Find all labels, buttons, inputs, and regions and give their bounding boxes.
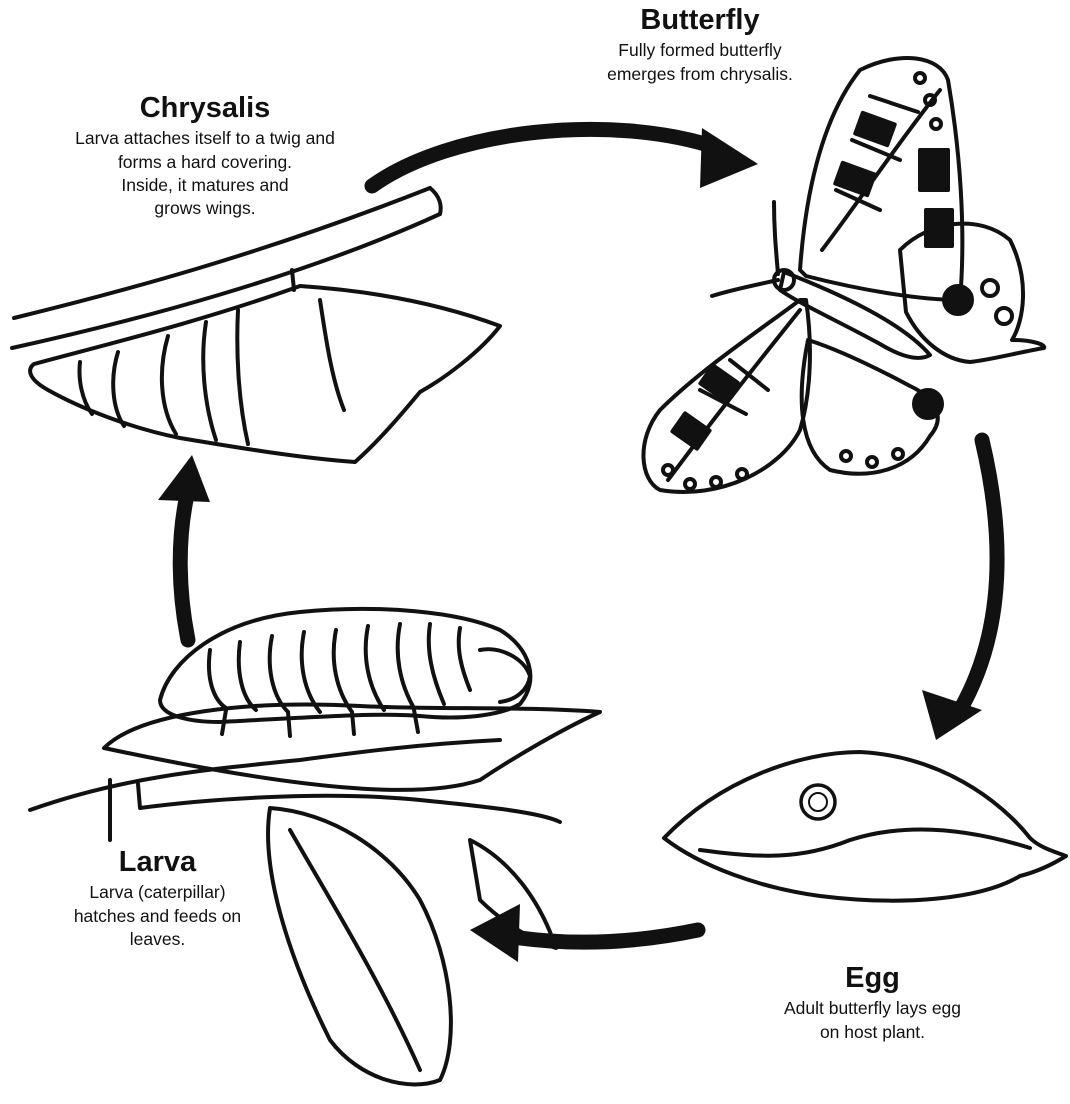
stage-desc-egg: Adult butterfly lays egg on host plant. bbox=[730, 997, 1015, 1044]
stage-title-egg: Egg bbox=[730, 962, 1015, 995]
stage-title-butterfly: Butterfly bbox=[555, 4, 845, 37]
chrysalis-drawing bbox=[12, 188, 500, 462]
stage-butterfly: Butterfly Fully formed butterfly emerges… bbox=[555, 4, 845, 86]
stage-desc-butterfly: Fully formed butterfly emerges from chry… bbox=[555, 39, 845, 86]
arrow-egg-to-larva bbox=[470, 904, 698, 962]
butterfly-drawing bbox=[643, 58, 1044, 492]
stage-desc-chrysalis: Larva attaches itself to a twig and form… bbox=[0, 127, 410, 220]
egg-on-leaf-drawing bbox=[664, 752, 1066, 901]
arrow-chrysalis-to-butterfly bbox=[372, 128, 758, 188]
stage-title-chrysalis: Chrysalis bbox=[0, 92, 410, 125]
arrow-larva-to-chrysalis bbox=[158, 455, 210, 640]
stage-title-larva: Larva bbox=[20, 846, 295, 879]
stage-chrysalis: Chrysalis Larva attaches itself to a twi… bbox=[0, 92, 410, 220]
arrow-butterfly-to-egg bbox=[922, 440, 997, 740]
stage-larva: Larva Larva (caterpillar) hatches and fe… bbox=[20, 846, 295, 951]
stage-desc-larva: Larva (caterpillar) hatches and feeds on… bbox=[20, 881, 295, 951]
stage-egg: Egg Adult butterfly lays egg on host pla… bbox=[730, 962, 1015, 1044]
